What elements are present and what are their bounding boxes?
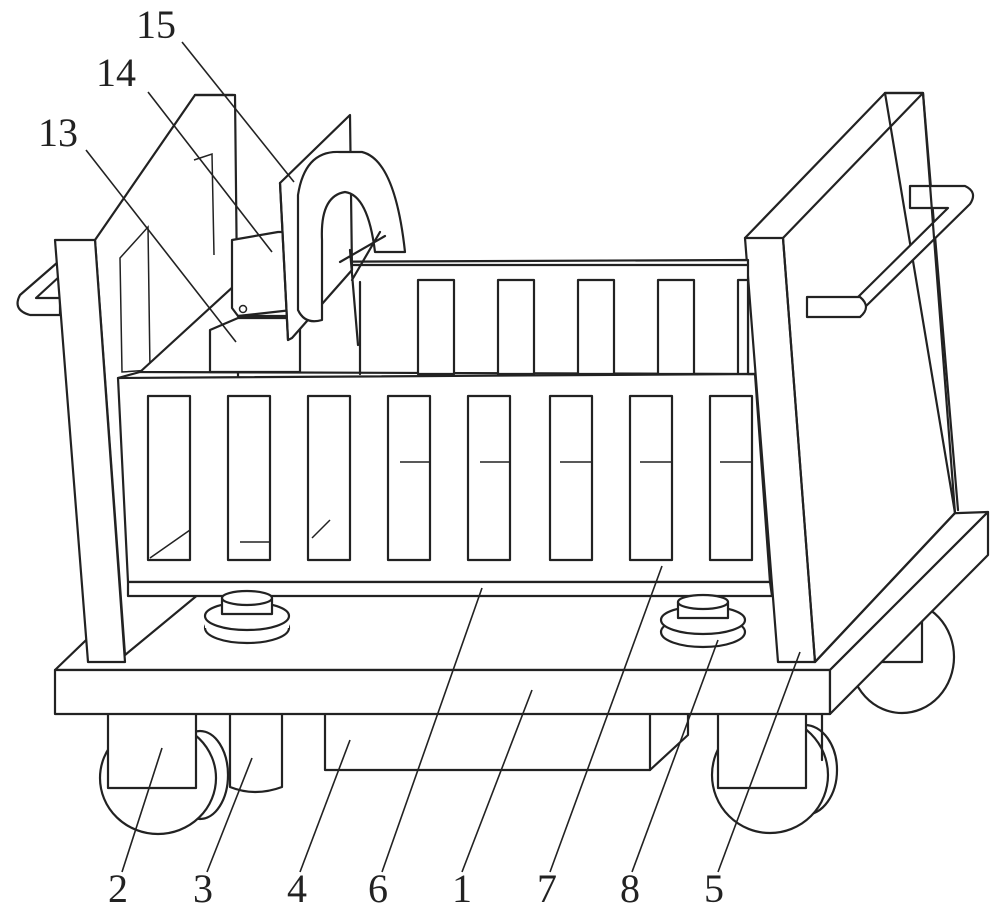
label-4: 4 (287, 866, 307, 911)
front-slat (386, 394, 432, 562)
label-1: 1 (452, 866, 472, 911)
front-slat (226, 394, 272, 562)
label-15: 15 (136, 2, 176, 47)
right-handle-upper (853, 184, 975, 314)
label-5: 5 (704, 866, 724, 911)
label-6: 6 (368, 866, 388, 911)
left-handle (16, 260, 62, 317)
fan-assembly (208, 113, 407, 374)
label-2: 2 (108, 866, 128, 911)
leader-14 (147, 91, 273, 253)
label-8: 8 (620, 866, 640, 911)
leader-7 (549, 565, 663, 873)
motor-mount-block (208, 316, 302, 374)
front-slat (146, 394, 192, 562)
fan-shaft (338, 230, 387, 347)
fan-guard (296, 150, 407, 323)
right-end-frame (743, 91, 975, 664)
base-underside (98, 710, 839, 836)
reference-numerals: 1 2 3 4 5 6 7 8 13 14 15 (38, 2, 724, 911)
bottom-rail (126, 580, 774, 598)
front-slat (548, 394, 594, 562)
leader-4 (299, 739, 351, 873)
front-slat (708, 394, 754, 562)
leader-5 (717, 651, 801, 873)
right-handle-lower (805, 295, 868, 319)
cage-front (116, 370, 774, 598)
leader-lines (85, 41, 801, 873)
storage-box (323, 710, 690, 772)
leader-13 (85, 149, 237, 343)
front-slat (628, 394, 674, 562)
left-panel-front (53, 238, 127, 664)
label-7: 7 (537, 866, 557, 911)
leader-1 (461, 689, 533, 873)
leader-15 (181, 41, 295, 183)
leader-8 (631, 639, 719, 873)
label-3: 3 (193, 866, 213, 911)
shock-absorber-right (659, 593, 747, 649)
leader-6 (381, 587, 483, 873)
shock-absorber-left (203, 589, 291, 645)
leader-3 (206, 757, 253, 873)
front-slat (306, 394, 352, 562)
leader-2 (121, 747, 163, 873)
right-panel-face (781, 91, 957, 664)
support-cylinder (228, 710, 284, 794)
front-right-caster (716, 710, 808, 790)
base-front (53, 668, 832, 716)
base-side (828, 510, 990, 716)
front-slat (466, 394, 512, 562)
label-14: 14 (96, 50, 136, 95)
label-13: 13 (38, 110, 78, 155)
